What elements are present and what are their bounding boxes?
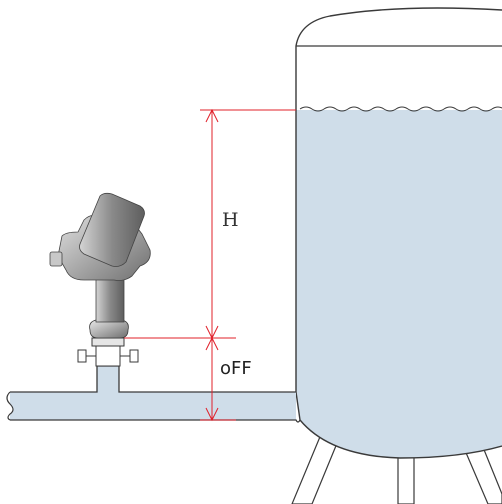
tank-liquid	[296, 110, 502, 458]
sensor-cover	[79, 192, 145, 267]
level-sensor-icon	[49, 192, 151, 367]
arrow-off-top	[205, 336, 219, 351]
pipe-body	[10, 392, 296, 420]
dimension-lines	[124, 108, 296, 422]
arrow-off-bottom	[205, 407, 219, 422]
sensor-clamp	[77, 337, 139, 367]
sensor-gland	[49, 251, 63, 267]
offset-label: oFF	[220, 358, 252, 379]
tank-outline	[295, 7, 502, 459]
liquid-surface	[299, 106, 502, 112]
tank-vessel-icon	[295, 7, 502, 459]
pipe	[6, 365, 301, 423]
height-label: H	[222, 209, 239, 231]
pipe-riser-fill	[97, 366, 119, 393]
sensor-collar	[89, 319, 129, 339]
tank-leg-middle	[397, 451, 415, 504]
arrow-h-top	[205, 108, 219, 123]
pipe-break	[6, 391, 14, 421]
